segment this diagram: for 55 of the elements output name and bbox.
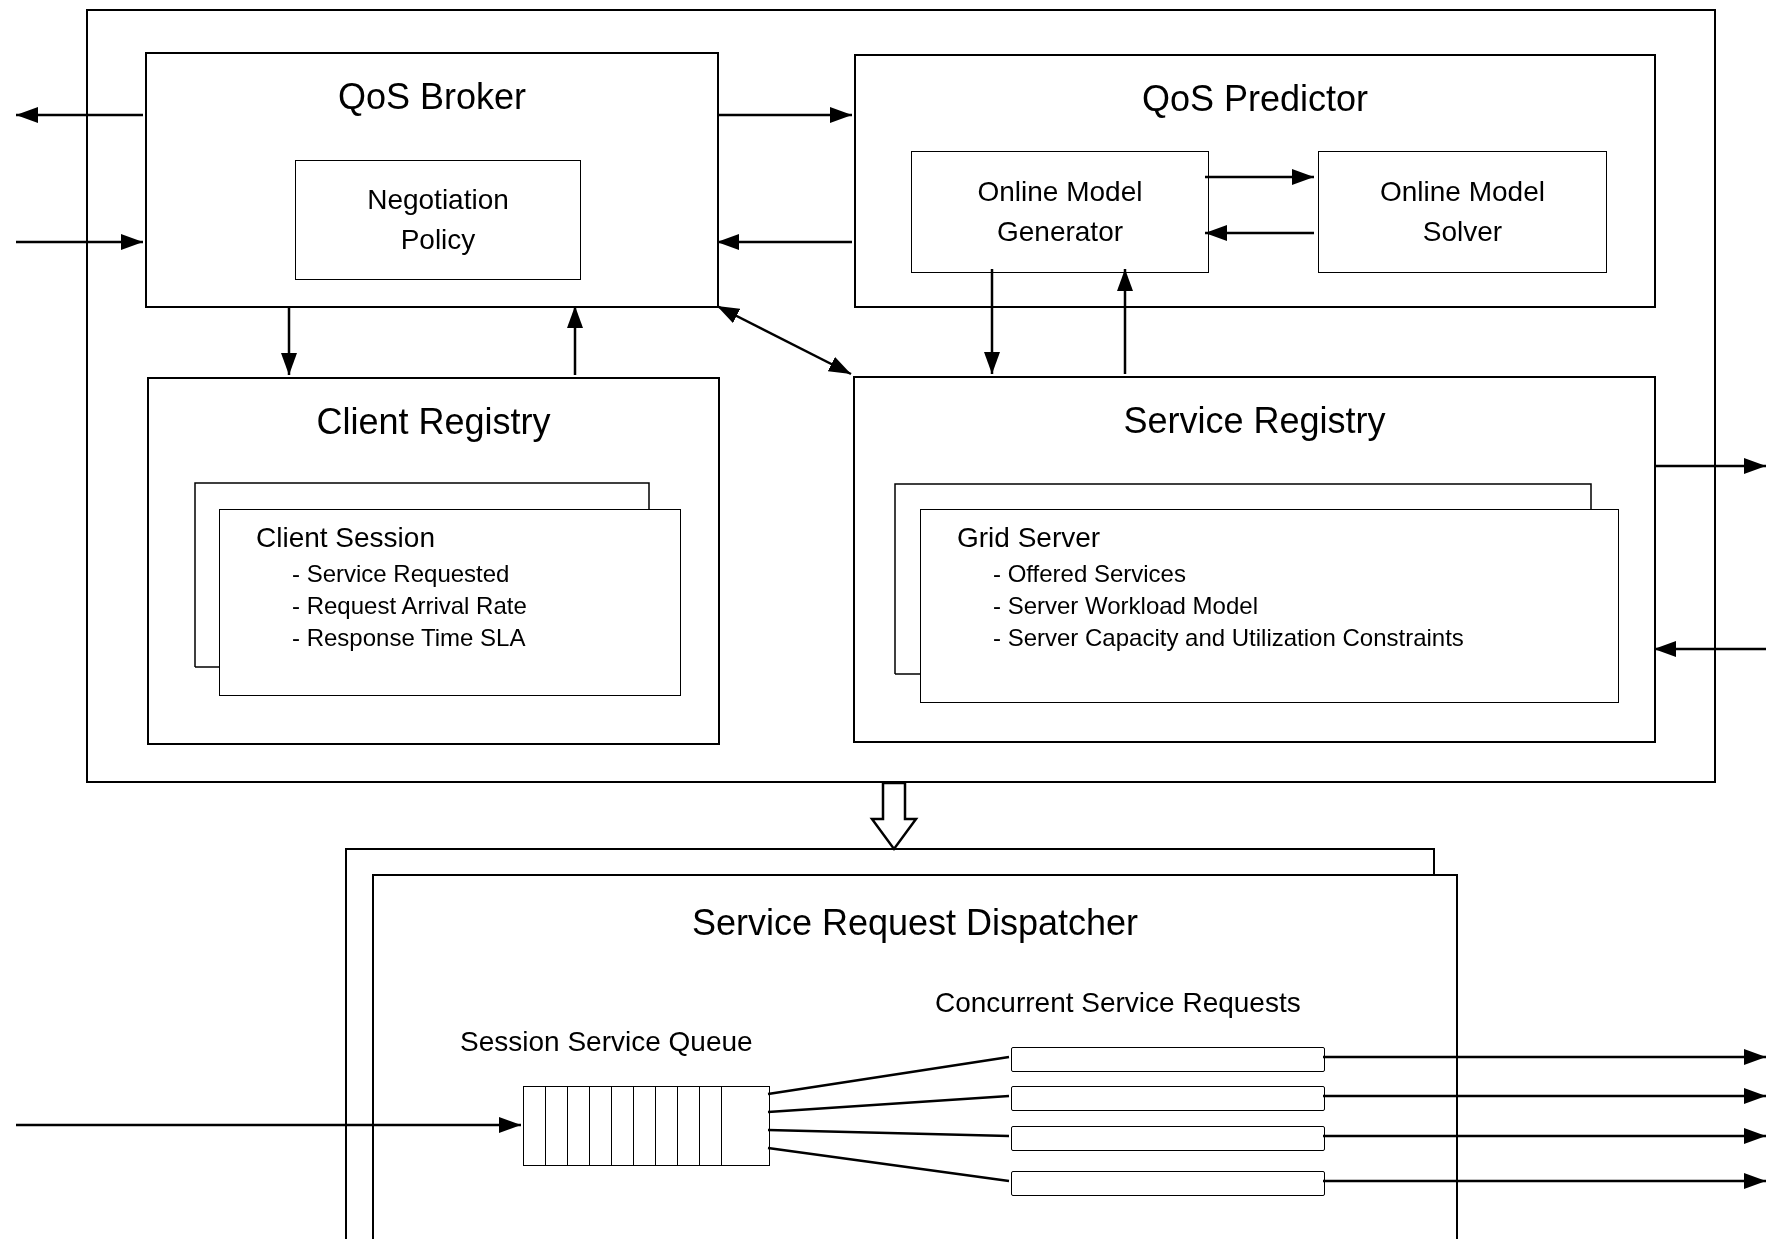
component-box xyxy=(853,376,1656,743)
list-item: - Request Arrival Rate xyxy=(292,591,528,621)
box-title: Client Registry xyxy=(316,400,551,444)
box-title: QoS Broker xyxy=(337,75,527,119)
list-item: - Offered Services xyxy=(993,559,1187,589)
arrow xyxy=(16,234,143,250)
arrow xyxy=(717,107,852,123)
connector-line xyxy=(767,1094,1010,1114)
stacked-card xyxy=(920,509,1619,703)
module-label: Online Model Generator xyxy=(976,175,1144,249)
arrow xyxy=(1654,458,1766,474)
component-box xyxy=(147,377,720,745)
arrow xyxy=(984,269,1000,374)
queue-caption: Session Service Queue xyxy=(460,1025,753,1059)
system-frame xyxy=(86,9,1716,783)
component-box xyxy=(145,52,719,308)
request-bar xyxy=(1011,1171,1325,1196)
component-box xyxy=(854,54,1656,308)
arrow xyxy=(1654,641,1766,657)
arrow xyxy=(1323,1088,1766,1104)
arrow xyxy=(16,107,143,123)
arrow xyxy=(16,1117,521,1133)
box-title: Service Registry xyxy=(1123,399,1386,443)
panel-title: Service Request Dispatcher xyxy=(691,901,1139,945)
arrow xyxy=(1205,225,1314,241)
arrow xyxy=(1323,1049,1766,1065)
card-heading: Grid Server xyxy=(957,521,1102,555)
connector-line xyxy=(767,1146,1010,1183)
arrow xyxy=(281,306,297,375)
module-box xyxy=(911,151,1209,273)
list-item: - Service Requested xyxy=(292,559,511,589)
connector-line xyxy=(767,1128,1010,1138)
group-label: Concurrent Service Requests xyxy=(935,986,1301,1020)
list-item: - Response Time SLA xyxy=(292,623,527,653)
list-item: - Server Capacity and Utilization Constraints xyxy=(993,623,1465,653)
stacked-card xyxy=(219,509,681,696)
arrow xyxy=(1323,1173,1766,1189)
request-bar xyxy=(1011,1126,1325,1151)
module-box xyxy=(1318,151,1607,273)
arrow xyxy=(717,234,852,250)
request-bar xyxy=(1011,1086,1325,1111)
module-label: Online Model Solver xyxy=(1379,175,1546,249)
module-label: Negotiation Policy xyxy=(366,183,510,257)
arrow xyxy=(716,304,852,376)
card-heading: Client Session xyxy=(256,521,436,555)
arrow xyxy=(1117,269,1133,374)
request-bar xyxy=(1011,1047,1325,1072)
block-arrow xyxy=(869,781,919,852)
module-box xyxy=(295,160,581,280)
arrow xyxy=(1205,169,1314,185)
arrow xyxy=(567,306,583,375)
connector-line xyxy=(767,1055,1010,1096)
arrow xyxy=(1323,1128,1766,1144)
box-title: QoS Predictor xyxy=(1141,77,1369,121)
list-item: - Server Workload Model xyxy=(993,591,1259,621)
